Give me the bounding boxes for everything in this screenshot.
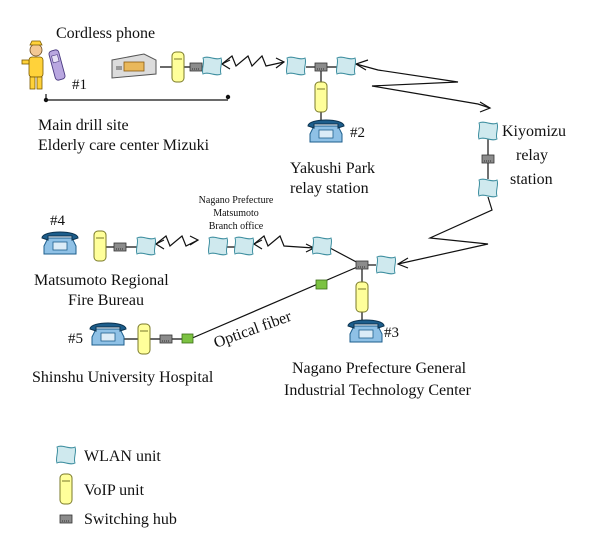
wlan-unit-icon [233, 236, 255, 256]
optical-fiber-label: Optical fiber [212, 308, 295, 352]
worker-figure-icon [21, 40, 44, 90]
site-3-line-2: Industrial Technology Center [284, 382, 472, 399]
legend-wlan-unit-icon [55, 445, 77, 465]
legend-wlan-label: WLAN unit [84, 448, 161, 465]
wlan-unit-icon [285, 56, 307, 76]
phone-3-icon [347, 319, 385, 343]
site-5-line-1: Shinshu University Hospital [32, 369, 214, 386]
branch-line-2: Matsumoto [213, 208, 259, 219]
legend-voip-label: VoIP unit [84, 482, 145, 499]
phone-4-icon [41, 231, 79, 255]
connection-lines [45, 54, 493, 340]
site-1-line-1: Main drill site [38, 117, 129, 134]
branch-line-3: Branch office [209, 221, 264, 232]
site-3-number: #3 [384, 325, 399, 341]
kiyomizu-line-1: Kiyomizu [502, 123, 566, 140]
switching-hub-icon [314, 62, 328, 72]
legend-switching-hub-icon [59, 514, 73, 524]
site-2-line-1: Yakushi Park [290, 160, 375, 177]
kiyomizu-line-3: station [510, 171, 553, 188]
wlan-unit-icon [375, 255, 397, 275]
site-2-number: #2 [350, 125, 365, 141]
site-4-number: #4 [50, 213, 66, 229]
site-1-number: #1 [72, 77, 87, 93]
switching-hub-icon [481, 154, 495, 164]
optical-converter-icon [315, 279, 328, 290]
voip-unit-icon [171, 51, 185, 83]
site-5-number: #5 [68, 331, 83, 347]
wlan-unit-icon [311, 236, 333, 256]
wlan-unit-icon [477, 178, 499, 198]
switching-hub-icon [159, 334, 173, 344]
switching-hub-icon [113, 242, 127, 252]
legend-voip-unit-icon [59, 473, 73, 505]
switching-hub-icon [355, 260, 369, 270]
cordless-phone-label: Cordless phone [56, 25, 155, 42]
wlan-unit-icon [335, 56, 357, 76]
wlan-unit-icon [477, 121, 499, 141]
kiyomizu-line-2: relay [516, 147, 548, 164]
cordless-handset-icon [48, 49, 66, 81]
voip-unit-icon [314, 81, 328, 113]
wlan-unit-icon [207, 236, 229, 256]
site-4-line-2: Fire Bureau [68, 292, 144, 309]
legend-hub-label: Switching hub [84, 511, 177, 528]
cordless-base-icon [111, 53, 157, 79]
voip-unit-icon [355, 281, 369, 313]
wlan-unit-icon [135, 236, 157, 256]
voip-unit-icon [93, 230, 107, 262]
branch-line-1: Nagano Prefecture [199, 195, 274, 206]
site-4-line-1: Matsumoto Regional [34, 272, 169, 289]
phone-2-icon [307, 119, 345, 143]
phone-5-icon [89, 322, 127, 346]
optical-converter-icon [181, 333, 194, 344]
site-2-line-2: relay station [290, 180, 369, 197]
site-1-line-2: Elderly care center Mizuki [38, 137, 210, 154]
switching-hub-icon [189, 62, 203, 72]
site-3-line-1: Nagano Prefecture General [292, 360, 467, 377]
wlan-unit-icon [201, 56, 223, 76]
legend: WLAN unit VoIP unit Switching hub [55, 445, 177, 528]
voip-unit-icon [137, 323, 151, 355]
